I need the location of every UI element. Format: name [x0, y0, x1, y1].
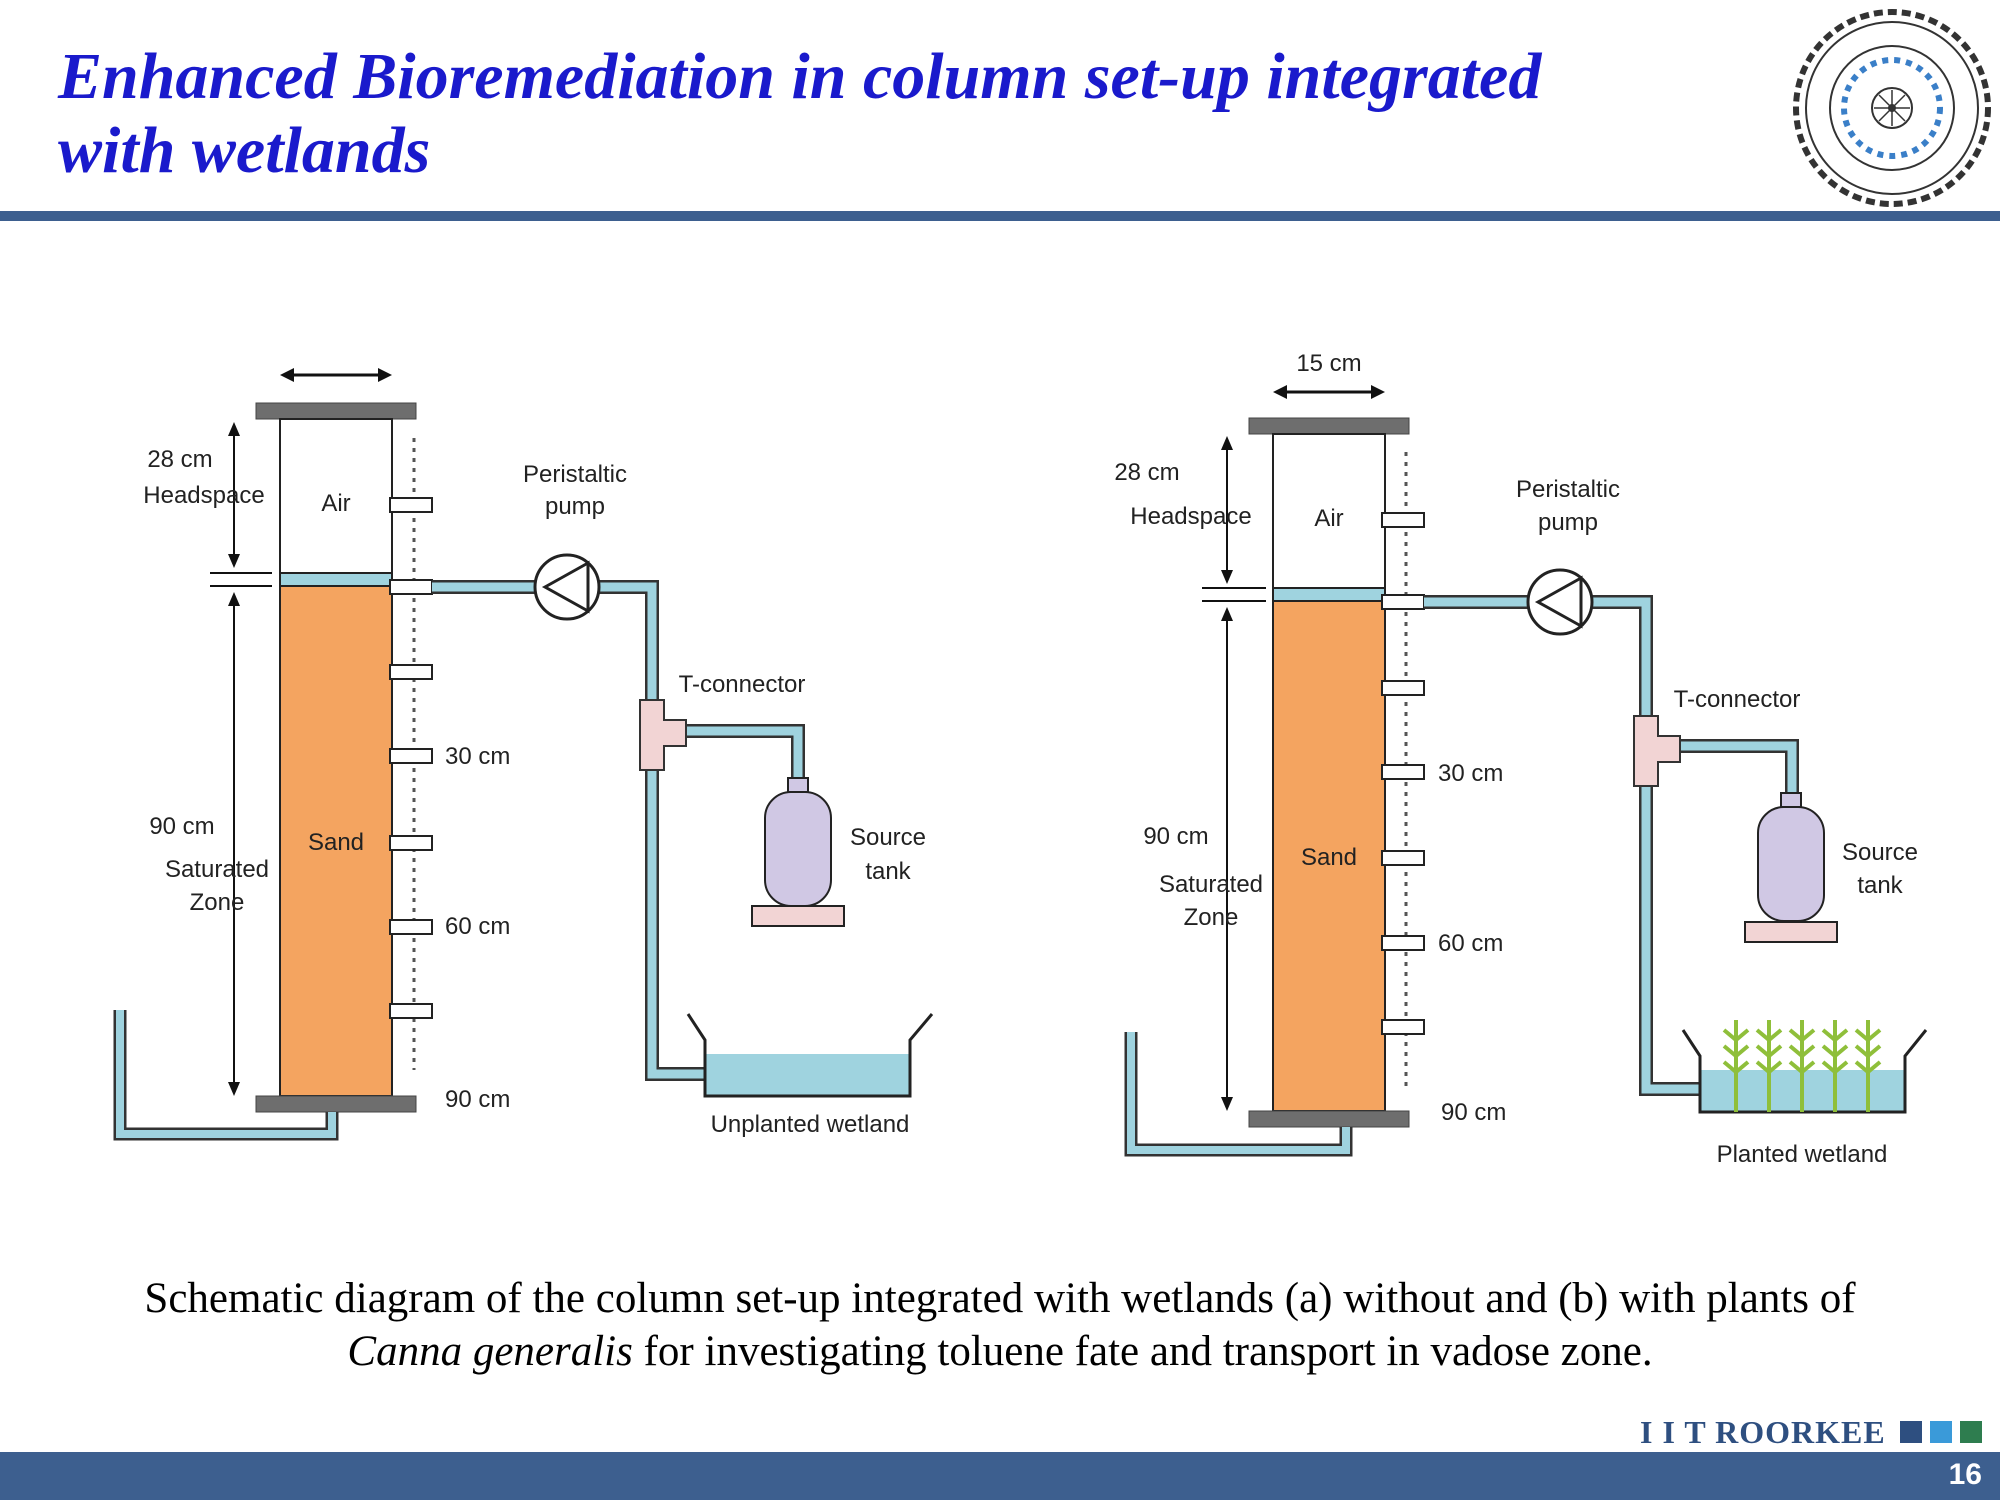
depth-30-label: 30 cm [1438, 760, 1503, 787]
diagram-b: 15 cm 28 cm Headspace [1114, 350, 1928, 1168]
headspace-arrow [1221, 436, 1233, 584]
sampling-port [1381, 512, 1425, 528]
sampling-port [1381, 850, 1425, 866]
width-arrow [1273, 385, 1385, 399]
sampling-port [1381, 680, 1425, 696]
t-connector [639, 699, 687, 771]
sampling-port [1381, 594, 1425, 610]
sampling-port [1381, 764, 1425, 780]
depth-90-label: 90 cm [1441, 1099, 1506, 1126]
caption-text: for investigating toluene fate and trans… [632, 1328, 1653, 1375]
column-bottom-cap [255, 1095, 417, 1113]
sampling-port [389, 748, 433, 764]
brand-square [1929, 1421, 1952, 1443]
wetland-label: Planted wetland [1717, 1141, 1888, 1168]
sampling-port [389, 835, 433, 851]
saturated-cm-label: 90 cm [149, 813, 214, 840]
pump-label: pump [545, 493, 605, 520]
headspace-label: Headspace [1130, 503, 1251, 530]
tank-label: tank [1857, 872, 1903, 899]
column-bottom-cap [1248, 1110, 1410, 1128]
source-tank [1744, 792, 1838, 943]
sand-label: Sand [1301, 844, 1357, 871]
saturated-zone-label: Zone [1184, 904, 1239, 931]
saturated-arrow [228, 592, 240, 1096]
title-rule [0, 211, 2000, 221]
tank-label: Source [850, 824, 926, 851]
sampling-port [389, 664, 433, 680]
pump-label: Peristaltic [523, 461, 627, 488]
column-top-cap [1248, 417, 1410, 435]
headspace-cm-label: 28 cm [1114, 459, 1179, 486]
page-number: 16 [1948, 1458, 1982, 1491]
plant-icon [1722, 1020, 1750, 1112]
tank-label: Source [1842, 839, 1918, 866]
t-connector-label: T-connector [679, 671, 806, 698]
water-surface [1272, 587, 1386, 602]
caption-text: Schematic diagram of the column set-up i… [144, 1275, 1856, 1322]
iit-roorkee-logo [1793, 9, 1991, 207]
tank-label: tank [865, 858, 911, 885]
headspace-cm-label: 28 cm [147, 446, 212, 473]
diagram-a: 28 cm Headspace Air Sand 90 cm Saturated… [113, 368, 934, 1141]
plant-icon [1788, 1020, 1816, 1112]
headspace-label: Headspace [143, 482, 264, 509]
plant-icon [1821, 1020, 1849, 1112]
saturated-cm-label: 90 cm [1143, 823, 1208, 850]
saturated-zone-label: Saturated [165, 856, 269, 883]
saturated-zone-label: Saturated [1159, 871, 1263, 898]
plant-icon [1755, 1020, 1783, 1112]
headspace-section [1272, 433, 1386, 589]
brand-text: I I T ROORKEE [1640, 1413, 1886, 1450]
peristaltic-pump [533, 553, 601, 621]
slide-title: Enhanced Bioremediation in column set-up… [58, 40, 1542, 187]
peristaltic-pump [1526, 568, 1594, 636]
footer-bar: 16 [0, 1452, 2000, 1500]
sampling-ports [389, 497, 433, 1019]
brand-square [1959, 1421, 1982, 1443]
caption-species: Canna generalis [347, 1328, 633, 1375]
width-label: 15 cm [1296, 350, 1361, 377]
sampling-port [1381, 935, 1425, 951]
tank-line [1674, 739, 1799, 803]
supply-line [1580, 595, 1704, 1096]
depth-60-label: 60 cm [445, 913, 510, 940]
pump-label: pump [1538, 509, 1598, 536]
sampling-port [389, 1003, 433, 1019]
headspace-section [279, 418, 393, 574]
sampling-port [389, 919, 433, 935]
footer-brand: I I T ROORKEE [1640, 1412, 1982, 1452]
water-surface [279, 572, 393, 587]
tank-line [680, 724, 805, 788]
depth-60-label: 60 cm [1438, 930, 1503, 957]
headspace-arrow [228, 422, 240, 568]
wetland-label: Unplanted wetland [711, 1111, 910, 1138]
pump-label: Peristaltic [1516, 476, 1620, 503]
source-tank [751, 777, 845, 927]
depth-90-label: 90 cm [445, 1086, 510, 1113]
supply-line [587, 580, 712, 1081]
saturated-zone-label: Zone [190, 889, 245, 916]
width-arrow [280, 368, 392, 382]
plant-icon [1854, 1020, 1882, 1112]
figure-caption: Schematic diagram of the column set-up i… [60, 1272, 1940, 1378]
brand-square [1899, 1421, 1922, 1443]
column-top-cap [255, 402, 417, 420]
sand-column [1272, 600, 1386, 1112]
air-label: Air [1314, 505, 1343, 532]
depth-30-label: 30 cm [445, 743, 510, 770]
sampling-port [1381, 1019, 1425, 1035]
sand-label: Sand [308, 829, 364, 856]
t-connector-label: T-connector [1674, 686, 1801, 713]
unplanted-wetland [686, 1013, 934, 1098]
t-connector [1633, 715, 1681, 787]
canna-plants [1722, 1020, 1882, 1112]
sampling-ports [1381, 512, 1425, 1035]
saturated-arrow [1221, 607, 1233, 1111]
air-label: Air [321, 490, 350, 517]
sampling-port [389, 579, 433, 595]
sand-column [279, 585, 393, 1097]
sampling-port [389, 497, 433, 513]
